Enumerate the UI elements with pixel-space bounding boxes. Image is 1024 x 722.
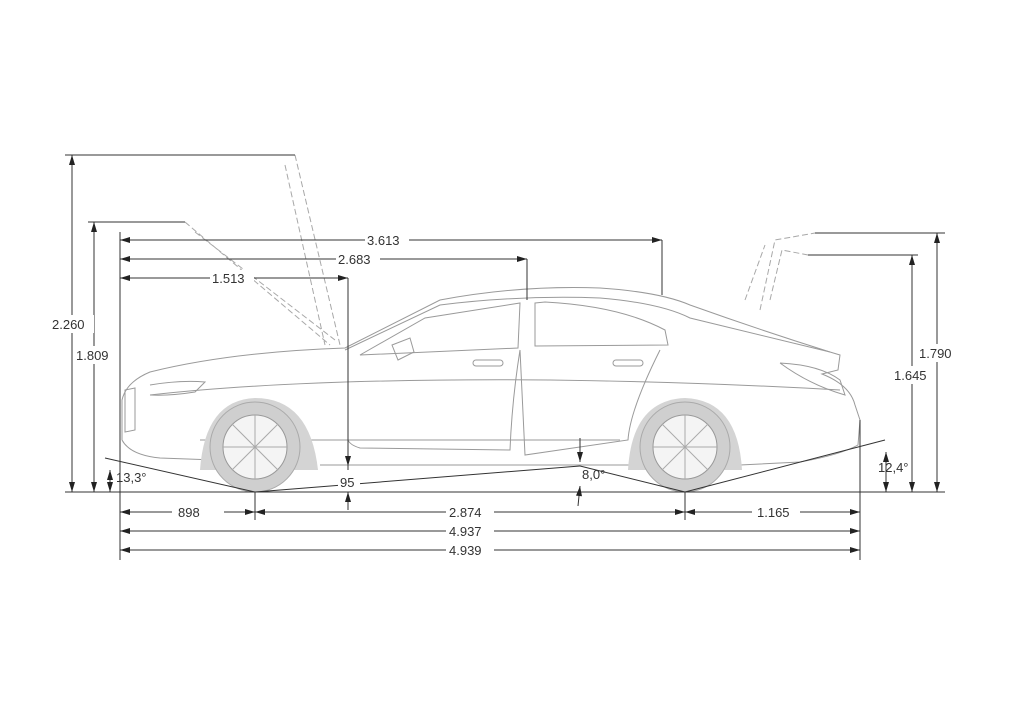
car-body-outline: [121, 287, 861, 466]
front-door-handle: [472, 359, 504, 367]
car-windows: [359, 301, 669, 356]
car-taillight: [779, 362, 846, 396]
clearance-dimensions: [104, 438, 889, 510]
label-front-to-b-pillar: 2.683: [338, 252, 371, 267]
label-trunk-open-height: 1.790: [919, 346, 952, 361]
wheel-spokes: [223, 415, 717, 479]
rear-door-handle: [612, 359, 644, 367]
label-trunk-edge-height: 1.645: [894, 368, 927, 383]
side-mirror: [391, 337, 415, 361]
car-doors: [347, 349, 661, 456]
car-grille: [124, 387, 136, 433]
label-approach-angle: 13,3°: [116, 470, 147, 485]
label-overall-length-2: 4.939: [449, 543, 482, 558]
label-hood-open-height: 2.260: [52, 317, 85, 332]
hood-open-outline: [184, 154, 341, 346]
label-breakover-angle: 8,0°: [582, 467, 605, 482]
height-dimensions: [65, 154, 945, 492]
label-front-to-a-pillar: 1.513: [212, 271, 245, 286]
car-roofline: [344, 296, 831, 353]
label-wheelbase: 2.874: [449, 505, 482, 520]
car-side-view: [121, 154, 861, 493]
label-front-overhang: 898: [178, 505, 200, 520]
label-overall-length-1: 4.937: [449, 524, 482, 539]
label-ground-clearance: 95: [340, 475, 354, 490]
car-headlight: [149, 380, 207, 396]
trunk-open-outline: [744, 232, 816, 311]
label-front-to-rear-pillar: 3.613: [367, 233, 400, 248]
label-rear-overhang: 1.165: [757, 505, 790, 520]
label-departure-angle: 12,4°: [878, 460, 909, 475]
label-hood-edge-height: 1.809: [76, 348, 109, 363]
